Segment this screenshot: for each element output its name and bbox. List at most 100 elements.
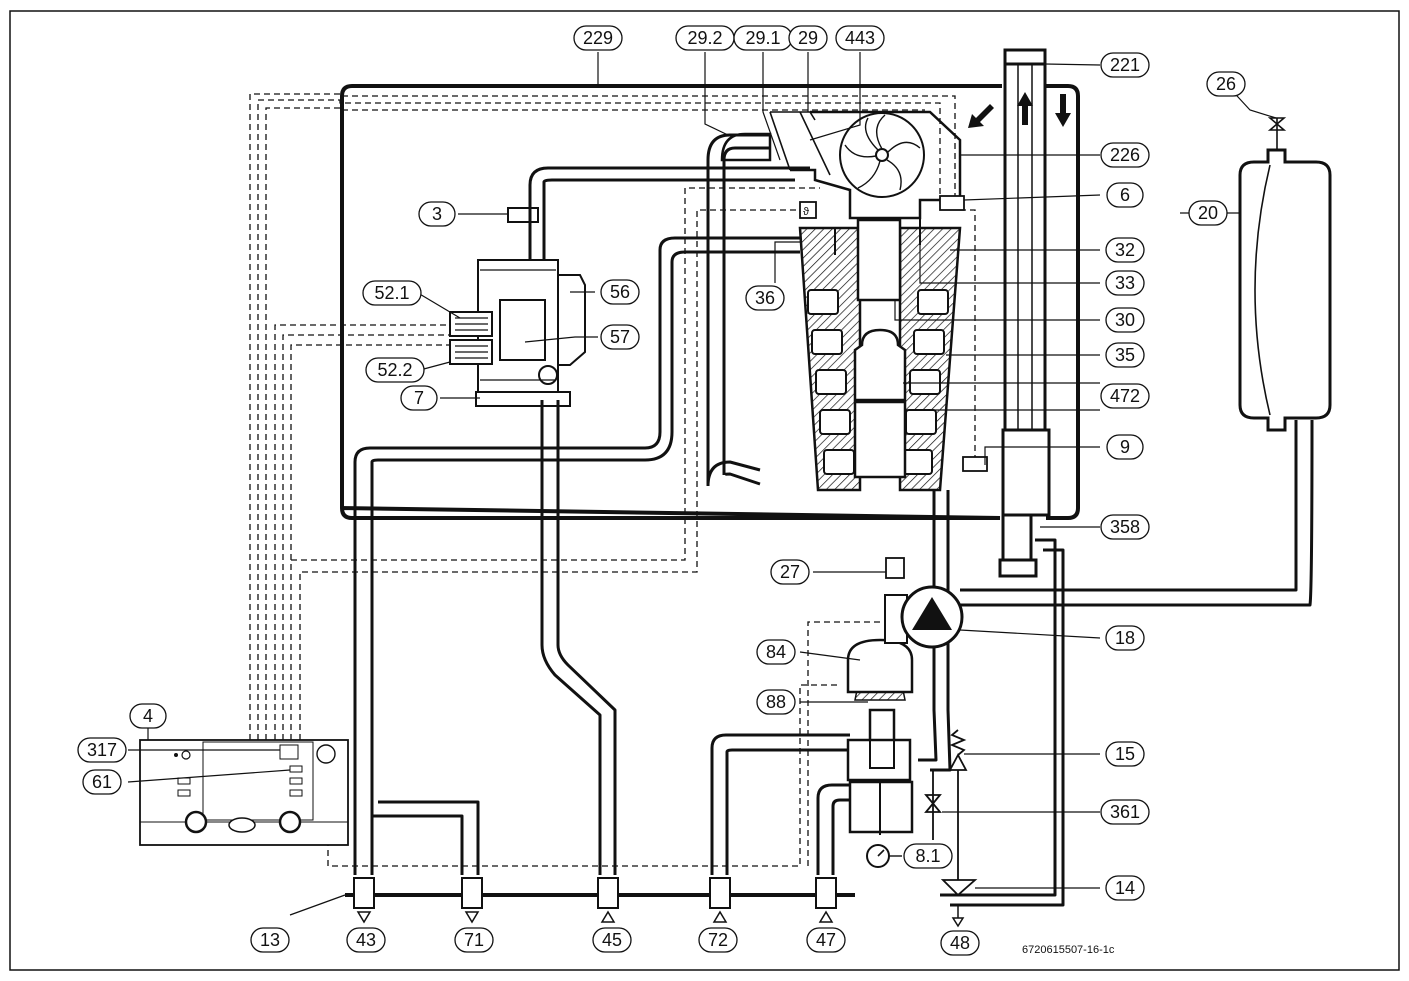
callout-label: 43 — [356, 930, 376, 950]
callout-bubble — [1105, 875, 1145, 901]
fan-assembly — [790, 110, 962, 220]
callout-bubble — [1105, 342, 1145, 368]
callout-bubble — [770, 559, 810, 585]
callout-label: 20 — [1198, 203, 1218, 223]
callout-bubble — [903, 843, 953, 869]
callout-c33: 33 — [1105, 270, 1145, 296]
callout-bubble — [756, 689, 796, 715]
callout-bubble — [82, 769, 122, 795]
temp-limiter-36 — [799, 201, 817, 219]
callout-label: 29.2 — [687, 28, 722, 48]
callout-label: 361 — [1110, 802, 1140, 822]
callout-c26: 26 — [1206, 71, 1246, 97]
callout-bubble — [940, 930, 980, 956]
callout-bubble — [1106, 182, 1144, 208]
flue-temp-sensor-6 — [939, 195, 965, 211]
callout-label: 88 — [766, 692, 786, 712]
hydraulic-block — [846, 638, 914, 835]
callout-label: 26 — [1216, 74, 1236, 94]
callout-bubble — [1105, 307, 1145, 333]
callout-c27: 27 — [770, 559, 810, 585]
expansion-vessel — [1238, 117, 1332, 432]
callout-bubble — [592, 927, 632, 953]
callout-label: 48 — [950, 933, 970, 953]
callout-c45: 45 — [592, 927, 632, 953]
callout-c56: 56 — [600, 279, 640, 305]
callout-c18: 18 — [1105, 625, 1145, 651]
callout-label: 229 — [583, 28, 613, 48]
callout-c32: 32 — [1105, 237, 1145, 263]
callout-label: 443 — [845, 28, 875, 48]
pressure-switch-27 — [885, 557, 905, 579]
figure-code: 6720615507-16-1c — [1022, 944, 1115, 956]
callout-c226: 226 — [1100, 142, 1150, 168]
callout-label: 317 — [87, 740, 117, 760]
callout-c20: 20 — [1188, 200, 1228, 226]
callout-c48: 48 — [940, 930, 980, 956]
callout-c84: 84 — [756, 639, 796, 665]
callout-c29_2: 29.2 — [675, 25, 735, 51]
callout-label: 35 — [1115, 345, 1135, 365]
callout-label: 84 — [766, 642, 786, 662]
callout-label: 71 — [464, 930, 484, 950]
pump — [884, 585, 964, 649]
callout-c61: 61 — [82, 769, 122, 795]
connection-rail — [289, 877, 965, 928]
callout-bubble — [250, 927, 290, 953]
callout-bubble — [129, 703, 167, 729]
callout-c88: 88 — [756, 689, 796, 715]
callout-label: 61 — [92, 772, 112, 792]
boiler-housing — [339, 84, 1080, 520]
overheat-sensor-9 — [962, 456, 988, 472]
callout-c71: 71 — [454, 927, 494, 953]
callout-bubble — [1100, 142, 1150, 168]
callout-c29_1: 29.1 — [733, 25, 793, 51]
callout-bubble — [77, 737, 127, 763]
callout-c43: 43 — [346, 927, 386, 953]
callout-bubble — [600, 279, 640, 305]
callout-c221: 221 — [1100, 52, 1150, 78]
callout-c72: 72 — [698, 927, 738, 953]
leader-lines — [127, 52, 1277, 889]
callout-label: 32 — [1115, 240, 1135, 260]
callout-c57: 57 — [600, 324, 640, 350]
gas-valve — [449, 207, 586, 407]
callout-bubble — [1100, 799, 1150, 825]
callout-bubble — [1105, 237, 1145, 263]
callout-label: 6 — [1120, 185, 1130, 205]
pressure-gauge — [866, 844, 902, 868]
callout-label: 52.2 — [377, 360, 412, 380]
callout-label: 7 — [414, 388, 424, 408]
callout-bubble — [698, 927, 738, 953]
callout-bubble — [365, 357, 425, 383]
callout-label: 15 — [1115, 744, 1135, 764]
callout-label: 52.1 — [374, 283, 409, 303]
callout-bubble — [454, 927, 494, 953]
callout-c3: 3 — [418, 201, 456, 227]
callout-c358: 358 — [1100, 514, 1150, 540]
callout-bubble — [1106, 434, 1144, 460]
callout-label: 8.1 — [915, 846, 940, 866]
callout-label: 29 — [798, 28, 818, 48]
limiter-glyph: ϑ — [803, 206, 809, 218]
callout-bubble — [1188, 200, 1228, 226]
gas-burner-3 — [507, 207, 539, 223]
callout-bubble — [745, 285, 785, 311]
callout-label: 33 — [1115, 273, 1135, 293]
callout-label: 47 — [816, 930, 836, 950]
callout-label: 3 — [432, 204, 442, 224]
callout-bubble — [418, 201, 456, 227]
callout-c229: 229 — [573, 25, 623, 51]
callout-bubble — [1105, 625, 1145, 651]
callout-label: 29.1 — [745, 28, 780, 48]
gas-valve-details — [455, 269, 556, 381]
callout-label: 56 — [610, 282, 630, 302]
callout-label: 72 — [708, 930, 728, 950]
callout-c7: 7 — [400, 385, 438, 411]
callout-c35: 35 — [1105, 342, 1145, 368]
callout-label: 18 — [1115, 628, 1135, 648]
callout-c29: 29 — [788, 25, 828, 51]
callout-c443: 443 — [835, 25, 885, 51]
